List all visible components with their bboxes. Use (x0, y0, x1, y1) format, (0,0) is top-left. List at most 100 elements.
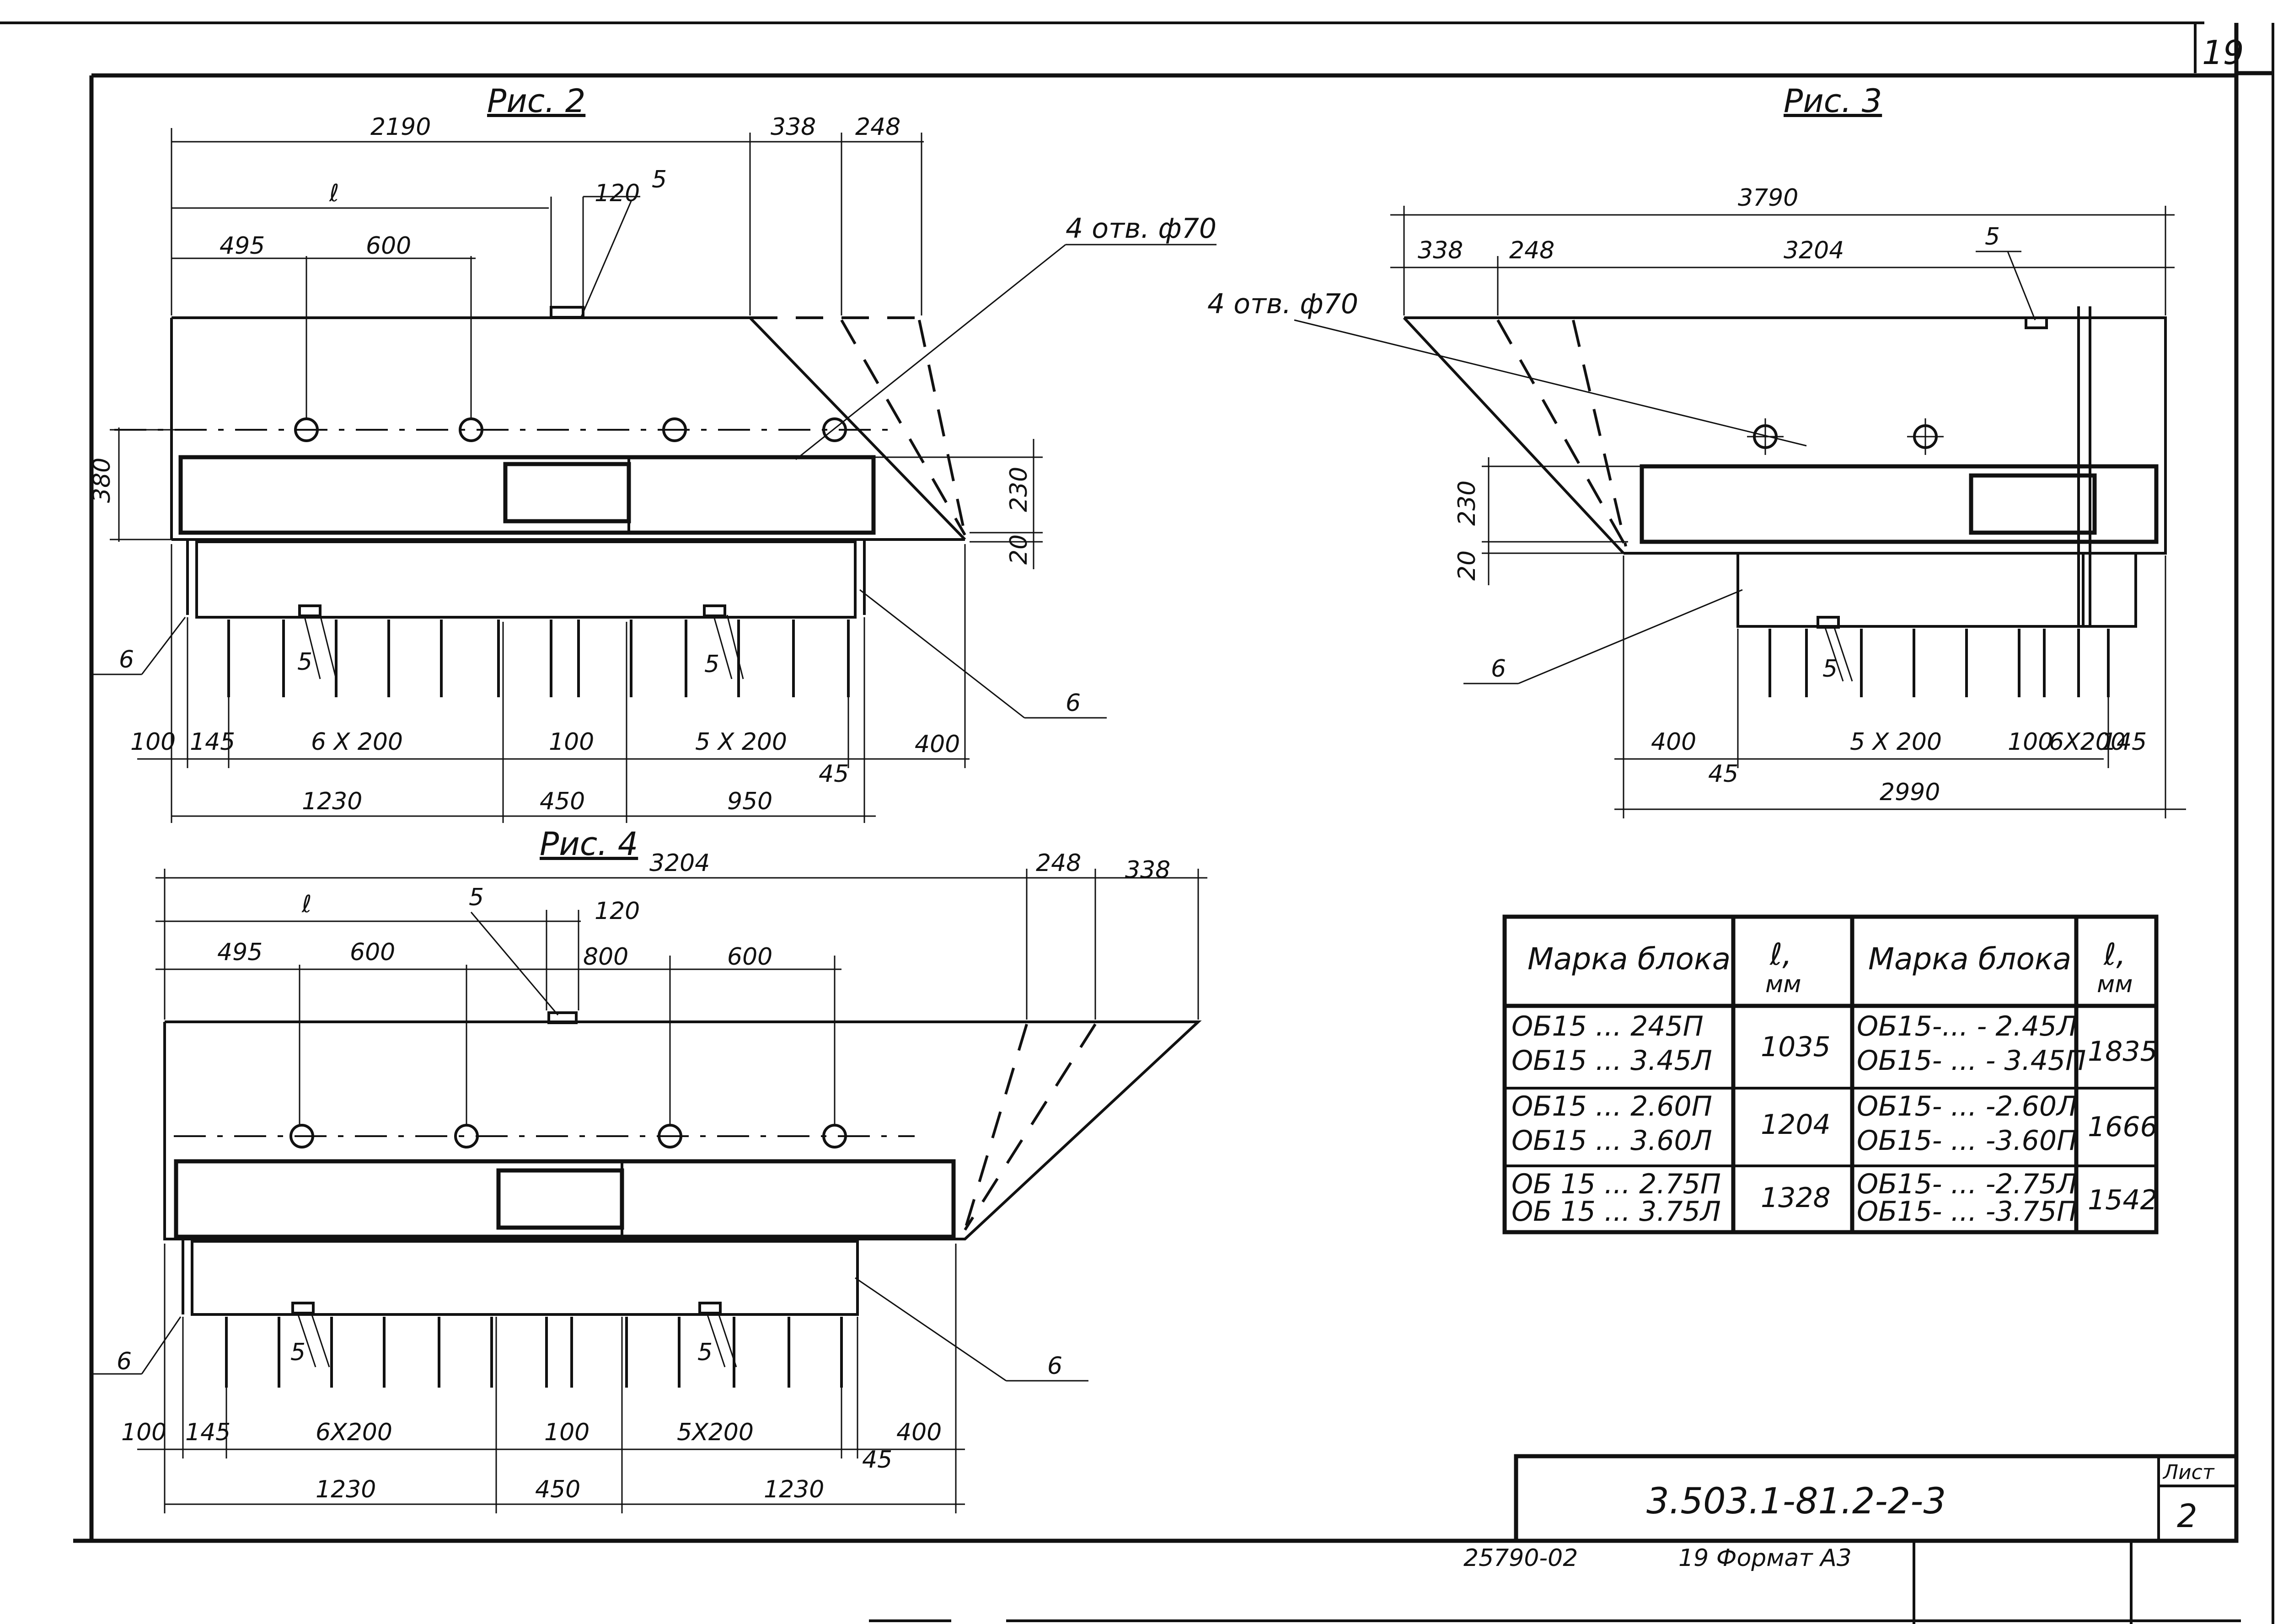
fig4-dim-45: 45 (862, 1446, 892, 1474)
fig3-dim-2990: 2990 (1880, 779, 1940, 806)
fig3-callout-5-top: 5 (1985, 223, 2000, 251)
fig3-dim-230: 230 (1453, 481, 1481, 526)
fig4-dim-120: 120 (595, 897, 640, 925)
fig2-dim-950: 950 (727, 788, 772, 815)
fig2-dim-495: 495 (220, 232, 265, 260)
fig3-dim-3790: 3790 (1738, 184, 1798, 212)
fig2-dim-248: 248 (855, 113, 900, 141)
sheet-number: 2 (2177, 1497, 2197, 1535)
table-header-mm-2: мм (2097, 971, 2133, 998)
fig4-callout-5-right: 5 (697, 1339, 713, 1366)
table-header-l-2: ℓ, (2103, 937, 2126, 972)
fig3-dim-3204: 3204 (1784, 237, 1844, 264)
fig2-dim-230: 230 (1005, 467, 1033, 512)
fig3-title: Рис. 3 (1784, 82, 1882, 120)
table-row-2-l: 1204 (1761, 1109, 1831, 1141)
table-row-2-mark2-a: ОБ15- ... -2.60Л (1857, 1090, 2077, 1122)
fig2-dim-2190: 2190 (370, 113, 431, 141)
fig2-callout-6-left: 6 (119, 646, 134, 673)
table-row-3-mark-a: ОБ 15 ... 2.75П (1511, 1168, 1721, 1200)
sheet-frame (0, 21, 2274, 1624)
fig2-dim-6x200: 6 Х 200 (311, 728, 403, 756)
fig3-holes-label: 4 отв. ф70 (1207, 288, 1358, 320)
fig4-dim-450: 450 (535, 1476, 580, 1503)
fig4-callout-5-top: 5 (469, 884, 484, 911)
doc-code: 3.503.1-81.2-2-3 (1646, 1481, 1946, 1522)
fig4-dim-338: 338 (1125, 856, 1170, 884)
fig4-callout-6-right: 6 (1047, 1352, 1062, 1380)
fig4-callout-5-left: 5 (290, 1339, 305, 1366)
stamp-number: 25790-02 (1463, 1544, 1578, 1572)
fig2-callout-5-right: 5 (704, 651, 719, 678)
fig3-dim-338: 338 (1418, 237, 1463, 264)
table-row-3-mark2-b: ОБ15- ... -3.75П (1857, 1196, 2077, 1228)
fig2-dim-1230: 1230 (302, 788, 362, 815)
fig3-dim-400: 400 (1651, 728, 1696, 756)
fig3-dim-145: 145 (2101, 728, 2147, 756)
fig2-callout-6-right: 6 (1066, 689, 1081, 717)
fig2-title: Рис. 2 (487, 82, 585, 120)
fig2-dim-l: ℓ (329, 180, 339, 207)
fig3-callout-6: 6 (1491, 655, 1506, 683)
fig4-dim-248: 248 (1036, 849, 1081, 877)
sheet-label: Лист (2162, 1461, 2215, 1484)
table-row-2-mark-b: ОБ15 ... 3.60Л (1511, 1125, 1712, 1157)
fig3-dim-6x200: 6Х200 (2049, 728, 2126, 756)
table-row-1-mark-a: ОБ15 ... 245П (1511, 1010, 1704, 1042)
fig4-dim-1230b: 1230 (764, 1476, 824, 1503)
fig2-dim-380: 380 (88, 458, 116, 503)
fig2-dim-120: 120 (595, 180, 640, 207)
fig2-holes-label: 4 отв. ф70 (1066, 213, 1217, 245)
fig2-dim-45: 45 (819, 760, 849, 788)
fig4-dim-1230: 1230 (316, 1476, 376, 1503)
fig4-dim-145: 145 (185, 1419, 230, 1446)
fig4-dim-3204: 3204 (649, 849, 710, 877)
fig2-callout-5-left: 5 (297, 648, 312, 676)
fig4-callout-6-left: 6 (117, 1348, 132, 1375)
table-header-l-1: ℓ, (1769, 937, 1792, 972)
table-row-2-l2: 1666 (2088, 1111, 2158, 1143)
title-block (1514, 1454, 2239, 1543)
fig2-dim-100: 100 (130, 728, 176, 756)
fig2-dim-450: 450 (540, 788, 585, 815)
table-header-mark-1: Марка блока (1527, 941, 1731, 977)
table-row-3-mark2-a: ОБ15- ... -2.75Л (1857, 1168, 2077, 1200)
fig2-dim-100b: 100 (549, 728, 594, 756)
fig3-callout-5: 5 (1822, 655, 1838, 683)
table-row-2-mark2-b: ОБ15- ... -3.60П (1857, 1125, 2077, 1157)
table-row-3-l2: 1542 (2088, 1184, 2158, 1216)
fig4-dim-600: 600 (350, 939, 395, 966)
fig4-dim-600b: 600 (727, 943, 772, 971)
fig3-dim-20: 20 (1453, 550, 1481, 581)
fig4-dim-400: 400 (896, 1419, 942, 1446)
fig2-dim-338: 338 (771, 113, 816, 141)
table-header-mark-2: Марка блока (1868, 941, 2071, 977)
fig3-dim-45: 45 (1708, 760, 1738, 788)
figure-2: Рис. 2 (91, 82, 1217, 823)
fig2-dim-145: 145 (190, 728, 235, 756)
fig3-dim-5x200: 5 Х 200 (1850, 728, 1942, 756)
fig4-dim-495: 495 (217, 939, 263, 966)
fig2-dim-20: 20 (1005, 534, 1033, 565)
format-label: 19 Формат А3 (1678, 1544, 1852, 1572)
table-row-1-mark2-a: ОБ15-... - 2.45Л (1857, 1010, 2077, 1042)
table-row-2-mark-a: ОБ15 ... 2.60П (1511, 1090, 1712, 1122)
table-row-3-mark-b: ОБ 15 ... 3.75Л (1511, 1196, 1721, 1228)
table-row-3-l: 1328 (1761, 1182, 1831, 1214)
fig4-title: Рис. 4 (540, 825, 638, 863)
fig3-dim-248: 248 (1509, 237, 1554, 264)
fig4-dim-5x200: 5Х200 (677, 1419, 754, 1446)
fig2-callout-5-top: 5 (652, 166, 667, 193)
figure-4: Рис. 4 (91, 825, 1207, 1513)
block-table (1502, 914, 2159, 1234)
table-header-mm-1: мм (1765, 971, 1801, 998)
fig2-dim-5x200: 5 Х 200 (695, 728, 787, 756)
fig4-dim-800: 800 (583, 943, 628, 971)
fig3-dim-100: 100 (2008, 728, 2053, 756)
page-number: 19 (2202, 33, 2244, 72)
table-row-1-l2: 1835 (2088, 1036, 2158, 1068)
fig2-dim-400: 400 (915, 731, 960, 758)
fig4-dim-100: 100 (121, 1419, 166, 1446)
table-row-1-mark2-b: ОБ15- ... - 3.45П (1857, 1045, 2086, 1077)
table-row-1-l: 1035 (1761, 1031, 1831, 1063)
